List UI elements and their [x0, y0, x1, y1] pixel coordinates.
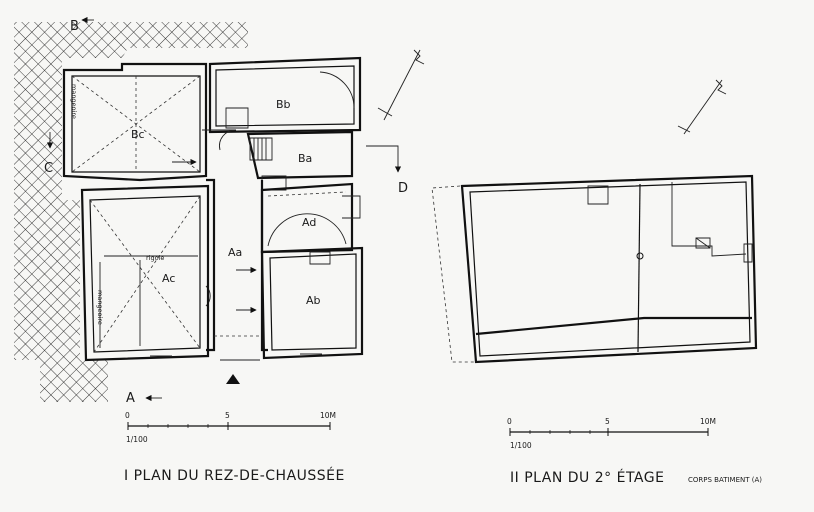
- scale2-tick-0: 0: [507, 417, 512, 426]
- north-arrow-icon-2: [677, 79, 727, 135]
- section-cut-icon: [226, 374, 240, 384]
- scale-bar-2: [509, 428, 709, 436]
- room-label-aa: Aa: [228, 246, 242, 259]
- wall-ba: [246, 130, 354, 180]
- wall-ac: [80, 184, 210, 362]
- scale1-tick-0: 0: [125, 411, 130, 420]
- wall-bb: [208, 56, 362, 134]
- wall-bc: [62, 62, 208, 182]
- plan2-title: II PLAN DU 2° ÉTAGE: [510, 469, 664, 486]
- scale1-ratio: 1/100: [126, 435, 148, 444]
- wall-aa: [206, 178, 268, 352]
- scale2-tick-5: 5: [605, 417, 610, 426]
- outer-wall-2: [460, 174, 758, 364]
- scale1-tick-10: 10M: [320, 411, 336, 420]
- section-marker-a: A: [126, 391, 135, 406]
- section-marker-c: C: [44, 161, 53, 176]
- room-label-bb: Bb: [276, 98, 291, 111]
- annotation-mangeoire-left: mangeoire: [96, 290, 104, 325]
- scale2-tick-10: 10M: [700, 417, 716, 426]
- plan-second-floor: [431, 79, 758, 436]
- section-marker-b: B: [70, 19, 79, 34]
- room-label-bc: Bc: [131, 128, 145, 141]
- dashed-outline: [431, 185, 476, 363]
- plan1-title: I PLAN DU REZ-DE-CHAUSSÉE: [124, 467, 345, 484]
- room-label-ad: Ad: [302, 216, 316, 229]
- section-marker-d: D: [398, 181, 408, 196]
- annotation-mangeoire-top: mangeoire: [70, 84, 78, 119]
- north-arrow-icon: [377, 49, 425, 121]
- plan2-subtitle: CORPS BATIMENT (A): [688, 476, 762, 484]
- scale-bar-1: [127, 422, 331, 430]
- hatched-terrain: [14, 22, 248, 402]
- wall-ab: [260, 246, 364, 360]
- scale2-ratio: 1/100: [510, 441, 532, 450]
- plan-ground-floor: [14, 16, 425, 430]
- room-label-ab: Ab: [306, 294, 321, 307]
- annotation-rigole: rigole: [146, 254, 164, 262]
- room-label-ba: Ba: [298, 152, 312, 165]
- scale1-tick-5: 5: [225, 411, 230, 420]
- room-label-ac: Ac: [162, 272, 175, 285]
